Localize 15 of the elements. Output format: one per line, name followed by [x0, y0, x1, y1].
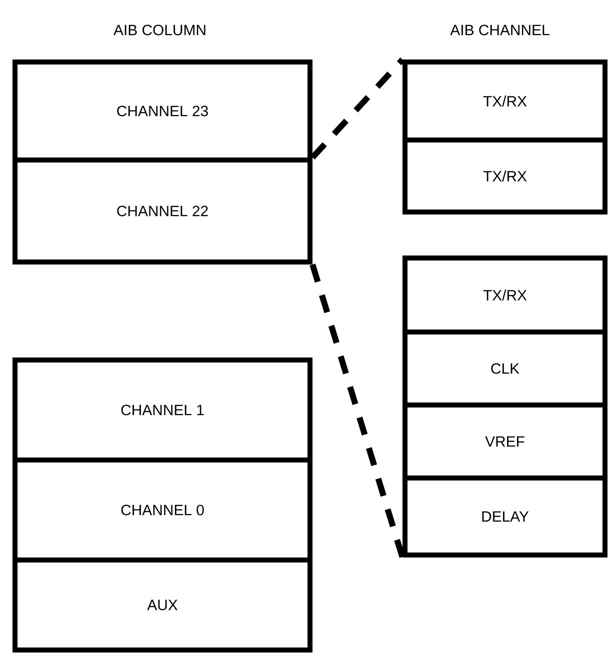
- signal-box: DELAY: [402, 476, 608, 558]
- signal-box: TX/RX: [402, 138, 608, 214]
- zoom-line: [310, 57, 405, 160]
- signal-box: VREF: [402, 402, 608, 480]
- channel-box: AUX: [12, 558, 312, 652]
- column-heading: AIB CHANNEL: [450, 24, 550, 36]
- signal-box: TX/RX: [402, 60, 608, 142]
- channel-box: CHANNEL 23: [12, 60, 312, 162]
- signal-box: TX/RX: [402, 256, 608, 334]
- column-heading: AIB COLUMN: [114, 24, 206, 36]
- channel-box: CHANNEL 1: [12, 358, 312, 462]
- channel-box: CHANNEL 22: [12, 158, 312, 264]
- signal-box: CLK: [402, 330, 608, 408]
- channel-box: CHANNEL 0: [12, 458, 312, 562]
- zoom-line: [310, 264, 406, 558]
